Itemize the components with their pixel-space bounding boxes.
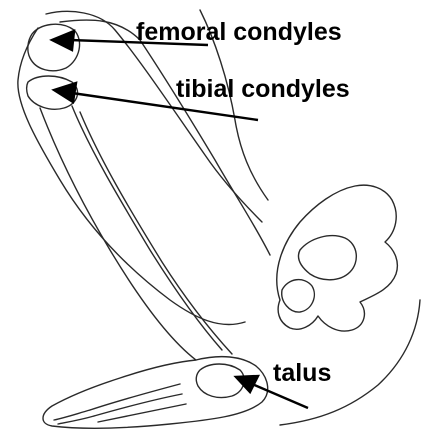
pelvis-outline [277,185,398,331]
talus-bone [196,364,244,398]
tibial-condyles-arrowhead [54,83,76,102]
leg-bones-drawing [18,10,420,428]
femoral-condyles-arrowhead [52,31,74,50]
talus-arrow-line [252,384,308,408]
talus-label: talus [273,359,331,387]
talus-arrowhead [236,376,258,392]
femur-outline [18,28,245,325]
toe-bones [54,410,94,424]
femoral-condyles-label: femoral condyles [136,18,342,46]
metatarsal-3 [98,404,186,422]
pelvis-inner [298,236,356,280]
tibia-front [40,108,196,360]
tibial-condyles-label: tibial condyles [176,75,350,103]
hip-socket [282,280,315,312]
